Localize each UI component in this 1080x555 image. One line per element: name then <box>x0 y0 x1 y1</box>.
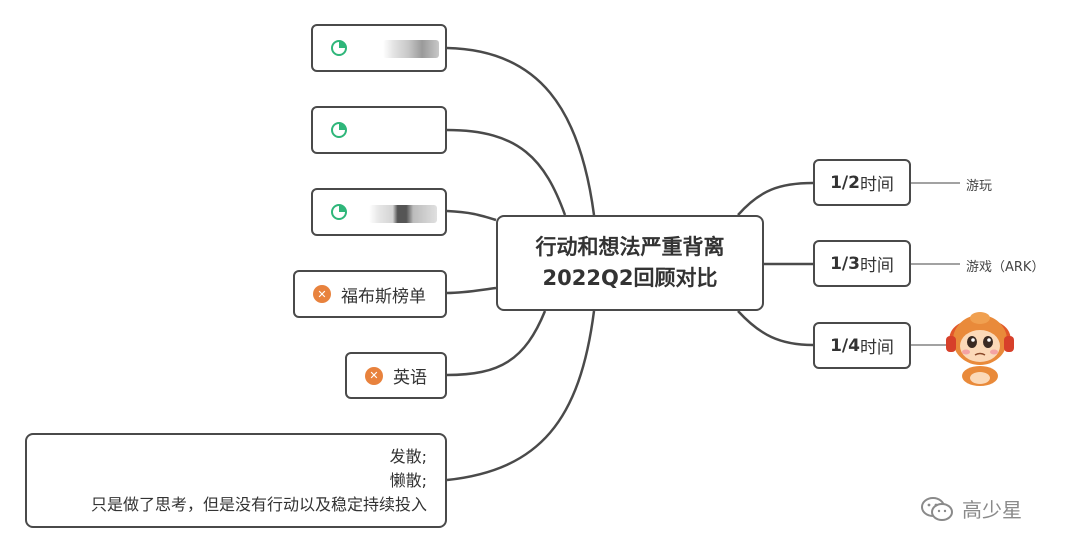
connector-left-5 <box>446 310 547 377</box>
left-topic-forbes[interactable]: ✕ 福布斯榜单 <box>293 270 447 318</box>
cancel-icon: ✕ <box>365 366 383 385</box>
progress-icon <box>331 122 347 138</box>
time-label: 时间 <box>859 256 894 276</box>
leaf-game-ark[interactable]: 游戏（ARK） <box>966 260 1045 275</box>
time-label: 时间 <box>859 175 894 195</box>
left-topic-1[interactable] <box>311 24 447 72</box>
central-topic[interactable]: 行动和想法严重背离 2022Q2回顾对比 <box>496 215 764 311</box>
note-line-3: 只是做了思考，但是没有行动以及稳定持续投入 <box>90 494 427 514</box>
fraction-label: 1/2 <box>830 172 860 193</box>
redacted-blur <box>383 40 439 58</box>
leaf-play[interactable]: 游玩 <box>966 179 993 194</box>
reflection-note[interactable]: 发散; 懒散; 只是做了思考，但是没有行动以及稳定持续投入 <box>25 433 447 528</box>
left-topic-2[interactable] <box>311 106 447 154</box>
connector-left-2 <box>446 128 567 216</box>
central-title-line2: 2022Q2回顾对比 <box>542 266 718 290</box>
note-line-2: 懒散; <box>389 470 427 490</box>
connector-right-1 <box>737 181 814 216</box>
time-label: 时间 <box>859 338 894 358</box>
note-line-1: 发散; <box>389 446 427 466</box>
left-topic-english[interactable]: ✕ 英语 <box>345 352 447 399</box>
wechat-watermark: 高少星 <box>920 494 1022 523</box>
watermark-text: 高少星 <box>962 498 1022 522</box>
connector-right-3 <box>737 310 814 347</box>
fraction-label: 1/3 <box>830 253 860 274</box>
connector-left-1 <box>446 46 596 216</box>
connector-left-3 <box>446 209 497 222</box>
connector-left-4 <box>446 286 497 295</box>
connector-left-6 <box>446 310 596 482</box>
cancel-icon: ✕ <box>313 285 331 303</box>
left-topic-3[interactable] <box>311 188 447 236</box>
left-topic-label: 英语 <box>393 368 427 388</box>
fraction-label: 1/4 <box>830 335 860 356</box>
progress-icon <box>331 204 347 220</box>
progress-icon <box>331 40 347 56</box>
left-topic-label: 福布斯榜单 <box>341 286 426 307</box>
monkey-sticker-icon <box>946 312 1014 386</box>
central-title-line1: 行动和想法严重背离 <box>535 235 725 259</box>
redacted-blur <box>369 205 437 223</box>
wechat-icon <box>921 496 953 521</box>
